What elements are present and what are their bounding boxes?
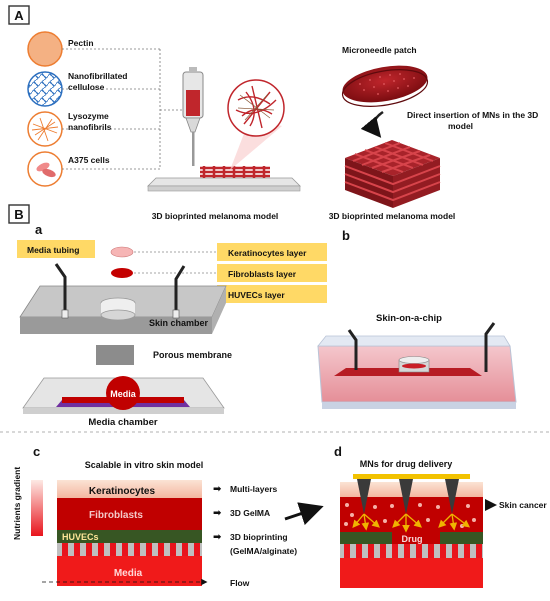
feature-arrow-1: ➡ [213,484,222,495]
porous-membrane-label: Porous membrane [153,350,232,360]
keratinocytes-layer-box [217,243,327,261]
subpanel-a-label: a [35,222,43,237]
feature-list: ➡ Multi-layers ➡ 3D GelMA ➡ 3D bioprinti… [213,484,297,588]
subpanel-d-label: d [334,444,342,459]
material-1-label: Pectin [68,38,94,48]
panel-b: B a Media tubing Keratinocytes layer Fib… [0,204,550,588]
material-connectors [62,48,182,170]
insertion-arrow [360,110,384,138]
feature-arrow-3: ➡ [213,532,222,543]
media-stack-text: Media [114,568,143,579]
melanoma-model-scaffold [344,140,441,208]
lysozyme-nanofibrils-icon [27,111,63,147]
material-3-label: Lysozyme [68,111,109,121]
panel-b-label: B [14,207,23,222]
keratinocytes-text: Keratinocytes [89,486,156,497]
printer-caption: 3D bioprinted melanoma model [152,211,279,221]
subpanel-b-label: b [342,228,350,243]
feature-flow: Flow [230,578,250,588]
a375-cells-icon [27,151,63,187]
keratinocytes-layer-label: Keratinocytes layer [228,248,307,258]
material-4-label: A375 cells [68,155,110,165]
bioprinter-illustration [147,67,301,192]
nutrients-gradient-label: Nutrients gradient [12,467,22,540]
media-tubing-label-box [17,240,95,258]
feature-multi-layers: Multi-layers [230,484,278,494]
fibroblasts-layer-label: Fibroblasts layer [228,269,297,279]
media-label: Media [110,389,137,399]
drug-delivery-model [340,474,483,588]
nutrients-gradient-bar [31,480,43,536]
huvecs-text: HUVECs [62,532,99,542]
d-title: MNs for drug delivery [360,459,453,469]
skin-cancer-label: Skin cancer [499,500,547,510]
c-title: Scalable in vitro skin model [85,460,204,470]
fibroblasts-layer-box [217,264,327,282]
insertion-label-line1: Direct insertion of MNs in the 3D [407,110,538,120]
model-caption: 3D bioprinted melanoma model [329,211,456,221]
feature-arrow-2: ➡ [213,508,222,519]
subpanel-c-label: c [33,444,40,459]
huvecs-layer-label: HUVECs layer [228,290,285,300]
material-2-label: Nanofibrillated [68,71,128,81]
panel-b-label-box [8,204,30,224]
patch-label: Microneedle patch [342,45,417,55]
skin-on-chip-illustration [317,322,517,409]
microneedle-patch-illustration [341,65,429,107]
nanofibrillated-cellulose-icon [27,71,63,107]
skin-chamber-plate [19,263,227,334]
material-2-label-line2: cellulose [68,82,105,92]
media-chamber [22,376,225,414]
skin-model-stack [42,480,208,586]
panel-a: A Pectin Nanofibrillated cellulose Lysoz… [8,5,538,221]
c-to-d-arrow [284,502,324,526]
porous-membrane [96,345,134,365]
panel-a-label-box [8,5,30,25]
skin-on-chip-label: Skin-on-a-chip [376,313,442,324]
panel-a-label: A [14,8,24,23]
insertion-label-line2: model [448,121,473,131]
feature-3d-gelma: 3D GelMA [230,508,270,518]
fibroblasts-text: Fibroblasts [89,510,143,521]
skin-chamber-label: Skin chamber [149,318,209,328]
feature-3d-bioprinting: 3D bioprinting [230,532,288,542]
material-3-label-line2: nanofibrils [68,122,112,132]
media-chamber-label: Media chamber [88,417,157,428]
media-tubing-label: Media tubing [27,245,79,255]
drug-label: Drug [402,534,423,544]
pectin-icon [27,31,63,67]
feature-gelma-alginate: (GelMA/alginate) [230,546,297,556]
huvecs-layer-box [217,285,327,303]
